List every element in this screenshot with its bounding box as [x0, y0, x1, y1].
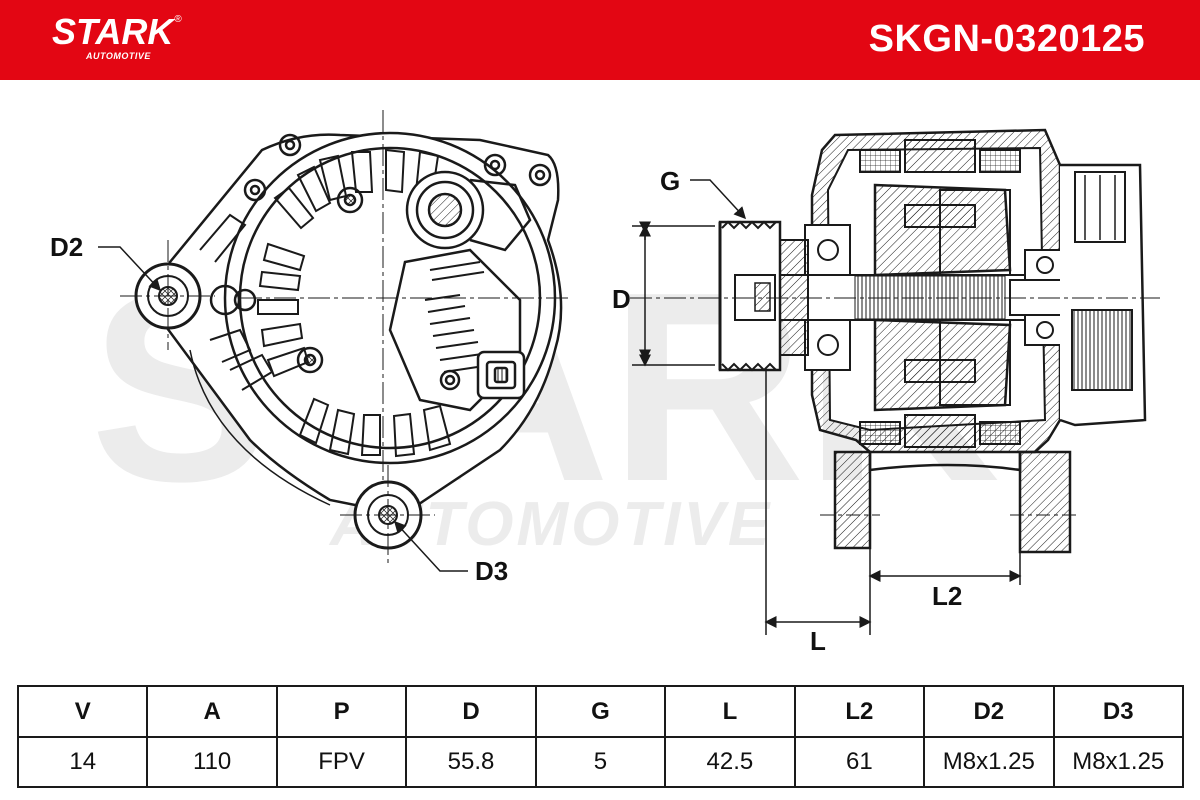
spec-table: V A P D G L L2 D2 D3 14 110 FPV 55.8 5 4…: [16, 685, 1184, 788]
spec-table-value-row: 14 110 FPV 55.8 5 42.5 61 M8x1.25 M8x1.2…: [16, 736, 1184, 788]
label-d: D: [612, 284, 631, 314]
header-d2: D2: [923, 685, 1055, 738]
value-l: 42.5: [664, 736, 796, 788]
header-l2: L2: [793, 685, 926, 738]
technical-drawing: STARK AUTOMOTIVE: [50, 110, 1160, 656]
header-bar: STARK® AUTOMOTIVE SKGN-0320125: [0, 0, 1200, 80]
value-p: FPV: [275, 736, 408, 788]
value-l2: 61: [793, 736, 926, 788]
value-d2: M8x1.25: [923, 736, 1055, 788]
dimensions-side: [632, 179, 1022, 635]
alternator-side-section: [630, 128, 1160, 554]
header-v: V: [16, 685, 149, 738]
label-l2: L2: [932, 581, 962, 611]
value-d: 55.8: [405, 736, 537, 788]
label-l: L: [810, 626, 826, 656]
header-l: L: [664, 685, 796, 738]
alternator-front-view: [120, 110, 570, 565]
header-a: A: [146, 685, 278, 738]
header-g: G: [534, 685, 667, 738]
header-d: D: [405, 685, 537, 738]
label-g: G: [660, 166, 680, 196]
header-d3: D3: [1052, 685, 1184, 738]
header-p: P: [275, 685, 408, 738]
value-v: 14: [16, 736, 149, 788]
registered-mark: ®: [174, 14, 182, 25]
value-a: 110: [146, 736, 278, 788]
value-g: 5: [534, 736, 667, 788]
brand-name: STARK: [52, 11, 174, 52]
brand-tagline: AUTOMOTIVE: [86, 51, 151, 61]
label-d3: D3: [475, 556, 508, 586]
spec-table-header-row: V A P D G L L2 D2 D3: [16, 685, 1184, 738]
value-d3: M8x1.25: [1052, 736, 1184, 788]
part-number: SKGN-0320125: [868, 18, 1145, 60]
leaders-front: [98, 246, 468, 572]
brand-logo: STARK® AUTOMOTIVE: [52, 11, 182, 62]
label-d2: D2: [50, 232, 83, 262]
